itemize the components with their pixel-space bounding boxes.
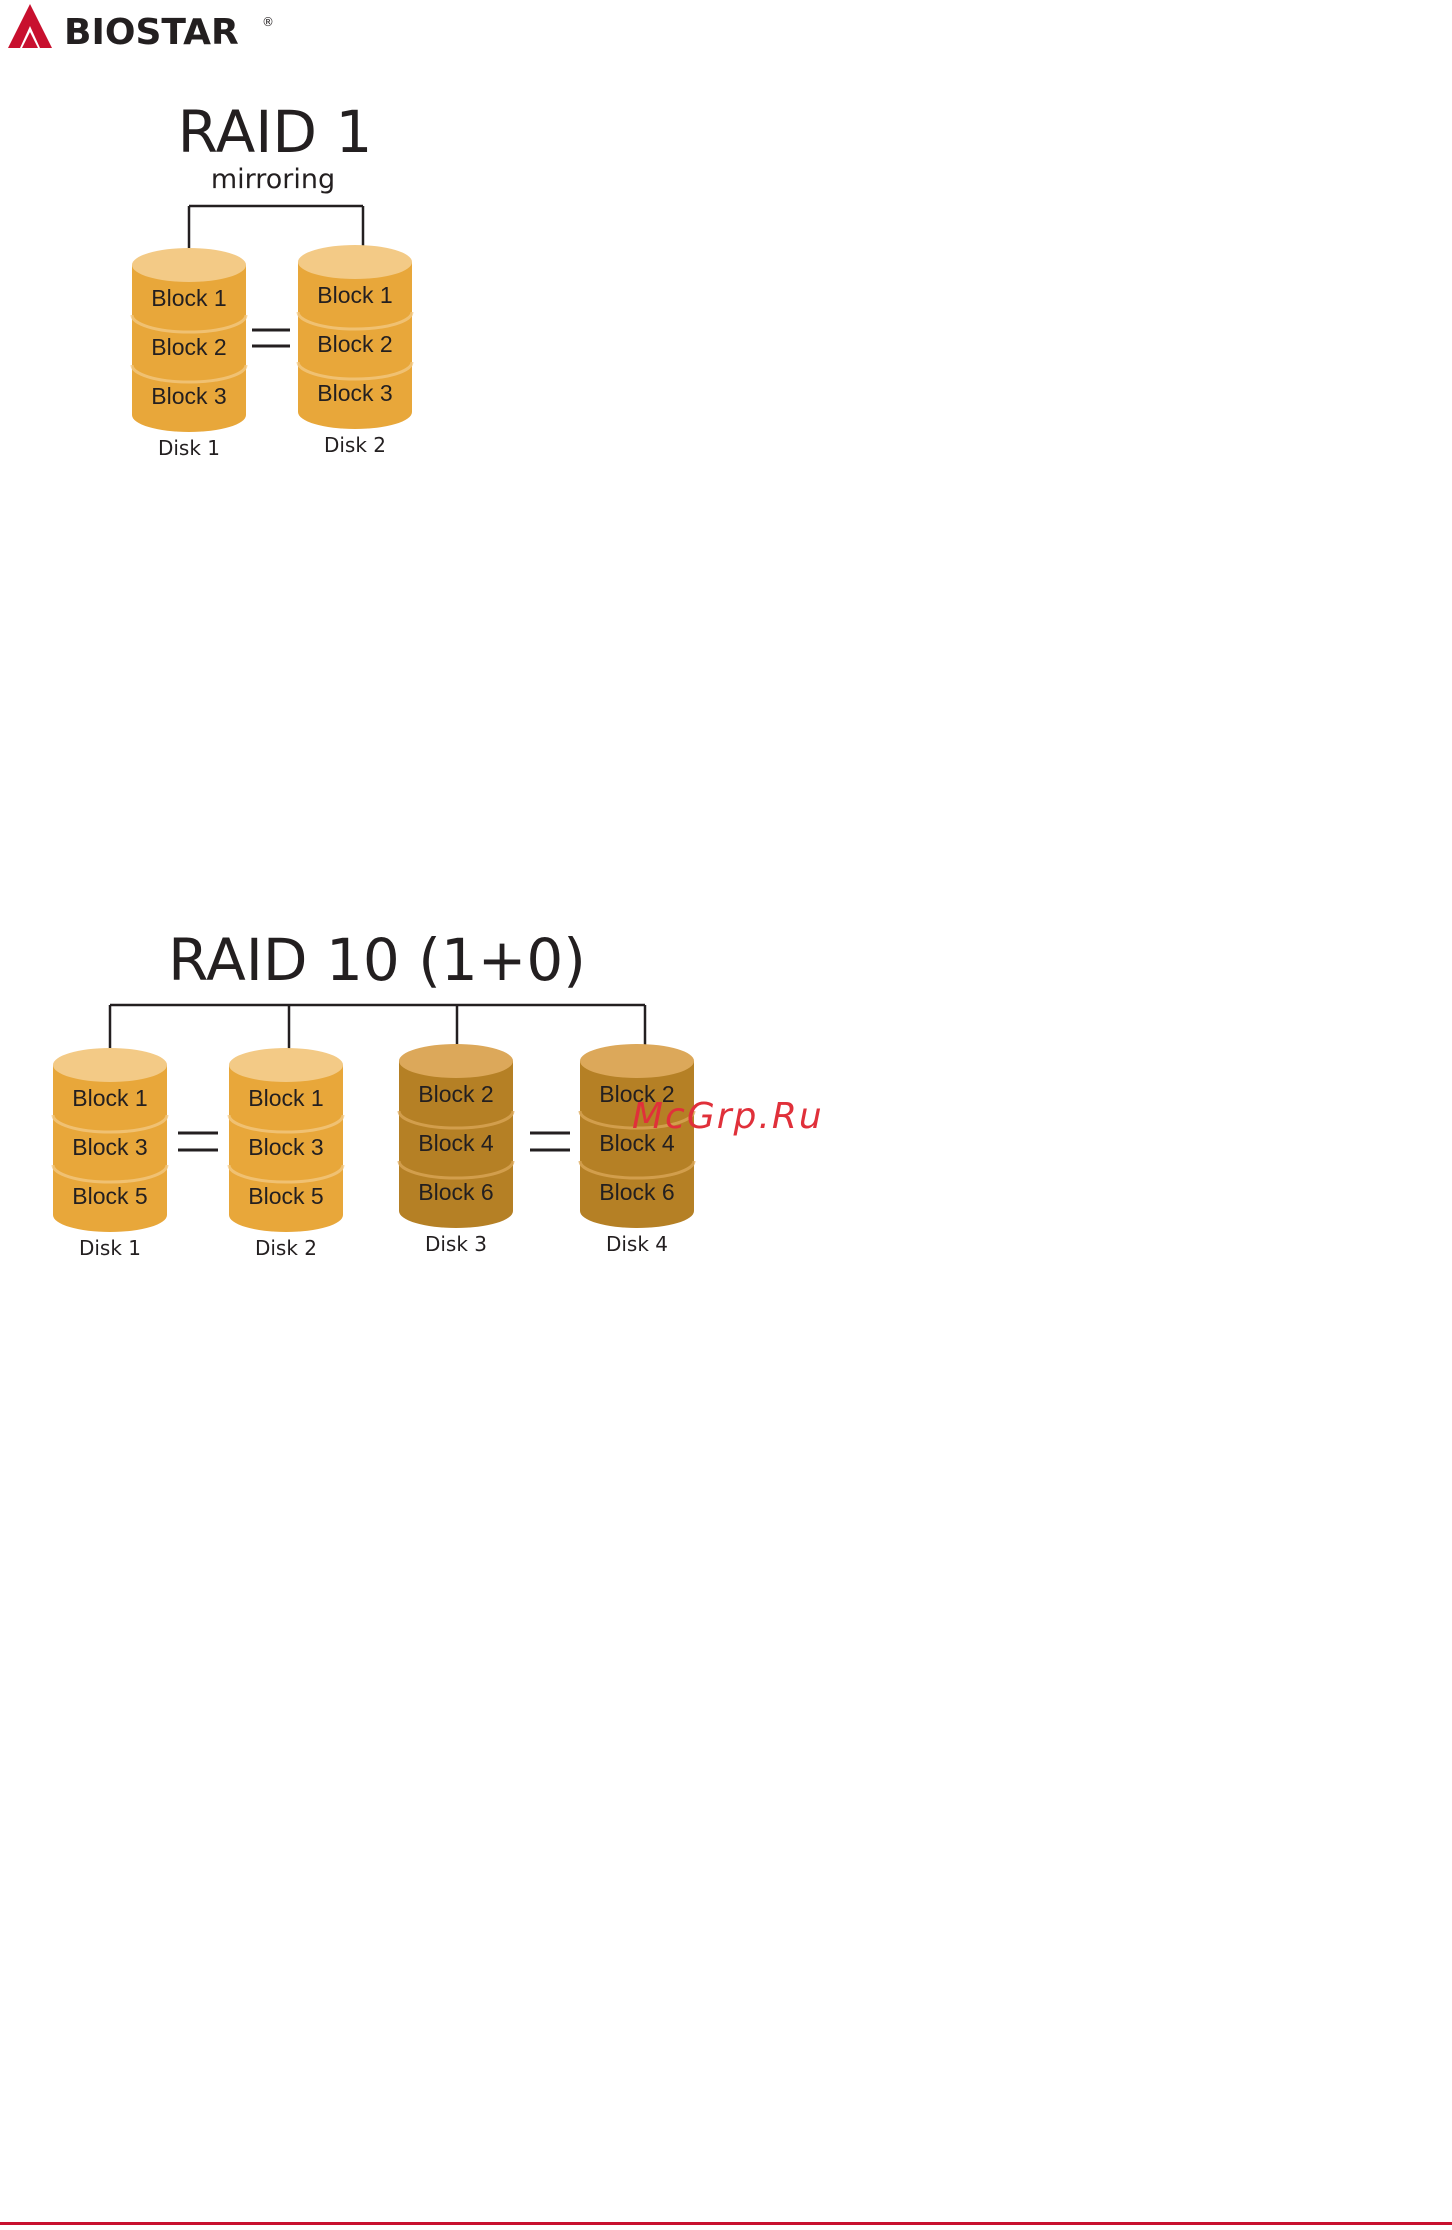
raid10-equals-sign-1 bbox=[178, 1133, 218, 1150]
raid1-disk-2: Block 1 Block 2 Block 3 Disk 2 bbox=[298, 245, 412, 457]
disk-label: Disk 1 bbox=[158, 436, 220, 460]
disk-block-label: Block 3 bbox=[248, 1134, 323, 1160]
raid10-equals-sign-2 bbox=[530, 1133, 570, 1150]
disk-label: Disk 2 bbox=[324, 433, 386, 457]
raid10-disk-1: Block 1 Block 3 Block 5 Disk 1 bbox=[53, 1048, 167, 1260]
disk-block-label: Block 1 bbox=[317, 282, 392, 308]
raid1-subtitle: mirroring bbox=[211, 164, 335, 195]
raid1-title: RAID 1 bbox=[178, 98, 373, 166]
raid10-title: RAID 10 (1+0) bbox=[168, 926, 586, 994]
disk-block-label: Block 6 bbox=[599, 1179, 674, 1205]
raid1-equals-sign bbox=[252, 330, 290, 346]
disk-block-label: Block 6 bbox=[418, 1179, 493, 1205]
disk-label: Disk 2 bbox=[255, 1236, 317, 1260]
raid10-bracket bbox=[110, 1005, 645, 1066]
raid1-disk-1: Block 1 Block 2 Block 3 Disk 1 bbox=[132, 248, 246, 460]
disk-block-label: Block 2 bbox=[151, 334, 226, 360]
disk-label: Disk 1 bbox=[79, 1236, 141, 1260]
disk-top bbox=[399, 1044, 513, 1078]
disk-block-label: Block 1 bbox=[151, 285, 226, 311]
disk-block-label: Block 1 bbox=[248, 1085, 323, 1111]
disk-top bbox=[580, 1044, 694, 1078]
disk-block-label: Block 2 bbox=[317, 331, 392, 357]
disk-block-label: Block 5 bbox=[72, 1183, 147, 1209]
disk-top bbox=[53, 1048, 167, 1082]
disk-block-label: Block 3 bbox=[151, 383, 226, 409]
disk-top bbox=[229, 1048, 343, 1082]
disk-label: Disk 4 bbox=[606, 1232, 668, 1256]
disk-top bbox=[298, 245, 412, 279]
raid10-disk-2: Block 1 Block 3 Block 5 Disk 2 bbox=[229, 1048, 343, 1260]
disk-block-label: Block 3 bbox=[317, 380, 392, 406]
disk-top bbox=[132, 248, 246, 282]
watermark-text: McGrp.Ru bbox=[632, 1096, 824, 1137]
footer-rule bbox=[0, 2222, 1452, 2225]
disk-label: Disk 3 bbox=[425, 1232, 487, 1256]
disk-block-label: Block 3 bbox=[72, 1134, 147, 1160]
disk-block-label: Block 2 bbox=[418, 1081, 493, 1107]
raid10-disk-3: Block 2 Block 4 Block 6 Disk 3 bbox=[399, 1044, 513, 1256]
disk-block-label: Block 1 bbox=[72, 1085, 147, 1111]
disk-block-label: Block 5 bbox=[248, 1183, 323, 1209]
raid1-diagram: RAID 1 mirroring Block 1 Block 2 Block 3 Di… bbox=[132, 98, 412, 460]
raid10-diagram: RAID 10 (1+0) Block 1 Block 3 Block 5 Disk … bbox=[53, 926, 694, 1260]
disk-block-label: Block 4 bbox=[418, 1130, 494, 1156]
